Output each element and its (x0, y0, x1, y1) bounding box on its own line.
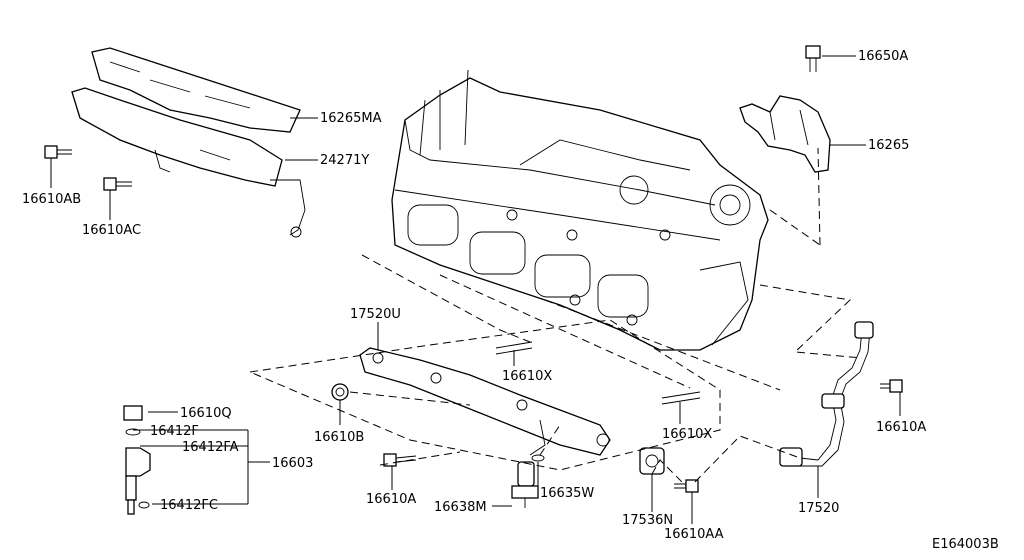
fuel-injector-cover (91, 47, 301, 133)
label-16610AA: 16610AA (664, 527, 724, 542)
cylinder-head (391, 69, 769, 351)
label-16610Q: 16610Q (180, 406, 232, 421)
fuel-pipe-spacer (639, 447, 665, 475)
label-17520U: 17520U (350, 307, 401, 322)
label-16412FA: 16412FA (182, 440, 239, 455)
label-16610X-2: 16610X (662, 427, 712, 442)
bolt-icon (880, 379, 903, 393)
label-24271Y: 24271Y (320, 153, 369, 168)
label-16265MA: 16265MA (320, 111, 382, 126)
fuel-injector (123, 405, 151, 515)
leader-lines (50, 55, 901, 524)
label-16610AB: 16610AB (22, 192, 81, 207)
diagram-code: E164003B (932, 537, 999, 552)
injector-harness-bracket (71, 87, 306, 238)
o-ring-icon (531, 454, 545, 462)
bolt-icon (805, 45, 821, 72)
label-16610B: 16610B (314, 430, 364, 445)
label-16610A-2: 16610A (876, 420, 926, 435)
label-17536N: 17536N (622, 513, 673, 528)
label-16635W: 16635W (540, 486, 594, 501)
label-16610X-1: 16610X (502, 369, 552, 384)
label-17520: 17520 (798, 501, 839, 516)
bolt-icon (331, 383, 349, 401)
assembly-lines (249, 147, 863, 487)
label-16610A-1: 16610A (366, 492, 416, 507)
label-16610AC: 16610AC (82, 223, 141, 238)
fuel-rail (359, 347, 611, 456)
stud-bolt-icon (661, 391, 701, 405)
label-16412FC: 16412FC (160, 498, 218, 513)
bolt-icon (103, 177, 132, 191)
label-16412F: 16412F (150, 424, 199, 439)
harness-protector (739, 95, 831, 173)
bolt-icon (44, 145, 72, 159)
label-16603: 16603 (272, 456, 313, 471)
fuel-hose (779, 321, 874, 467)
fuel-pressure-sensor (511, 461, 539, 508)
label-16265: 16265 (868, 138, 909, 153)
label-16638M: 16638M (434, 500, 487, 515)
label-16650A: 16650A (858, 49, 908, 64)
